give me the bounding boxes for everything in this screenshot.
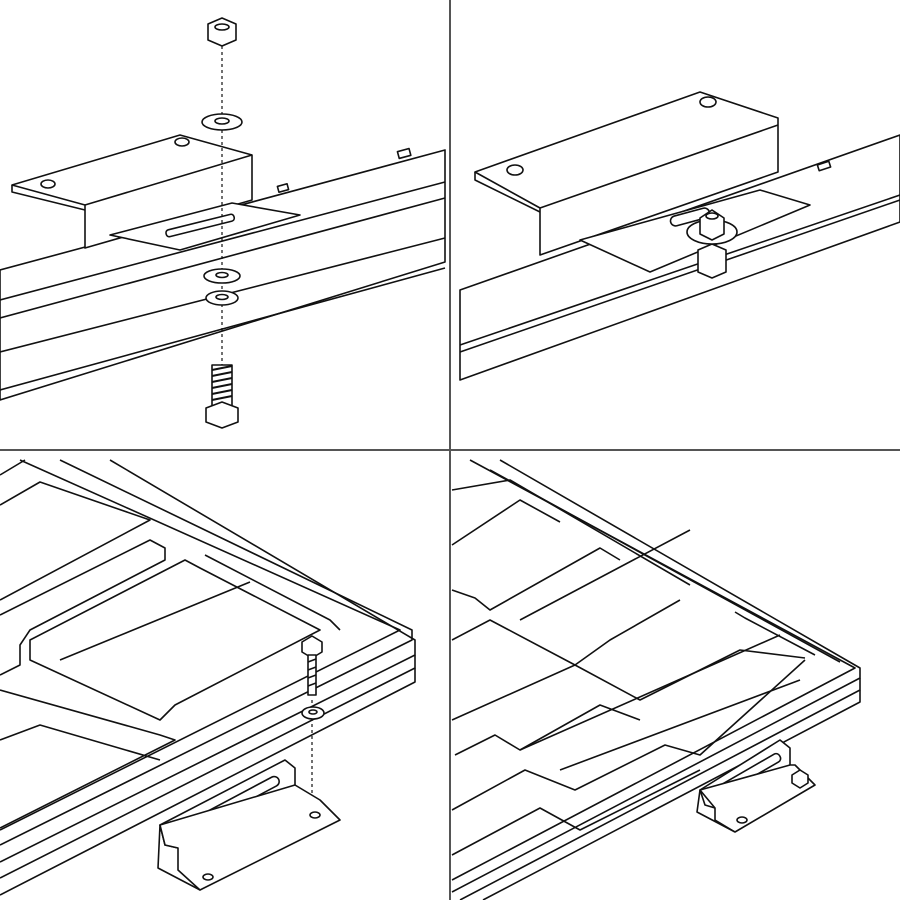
clamp-plate xyxy=(109,202,301,251)
washer xyxy=(301,706,325,720)
panel-corner-exploded xyxy=(0,459,416,896)
z-bracket xyxy=(157,759,341,891)
z-bracket xyxy=(11,134,253,249)
flat-washer-bottom xyxy=(203,268,241,284)
panel-corner-installed xyxy=(451,459,861,900)
bolt-nut-assembly xyxy=(686,209,738,279)
panel-frame xyxy=(0,459,416,896)
spring-washer xyxy=(205,290,239,306)
solar-cells xyxy=(0,459,341,829)
flat-washer-top xyxy=(201,113,243,131)
panel-assembled-mount xyxy=(459,91,900,381)
panel-exploded-mount xyxy=(0,17,446,429)
screw xyxy=(301,635,323,696)
solar-cells xyxy=(451,479,816,856)
z-bracket xyxy=(696,739,816,833)
screw-head xyxy=(791,769,809,789)
hex-nut xyxy=(207,17,237,47)
z-bracket xyxy=(474,91,779,256)
bolt xyxy=(205,364,239,429)
